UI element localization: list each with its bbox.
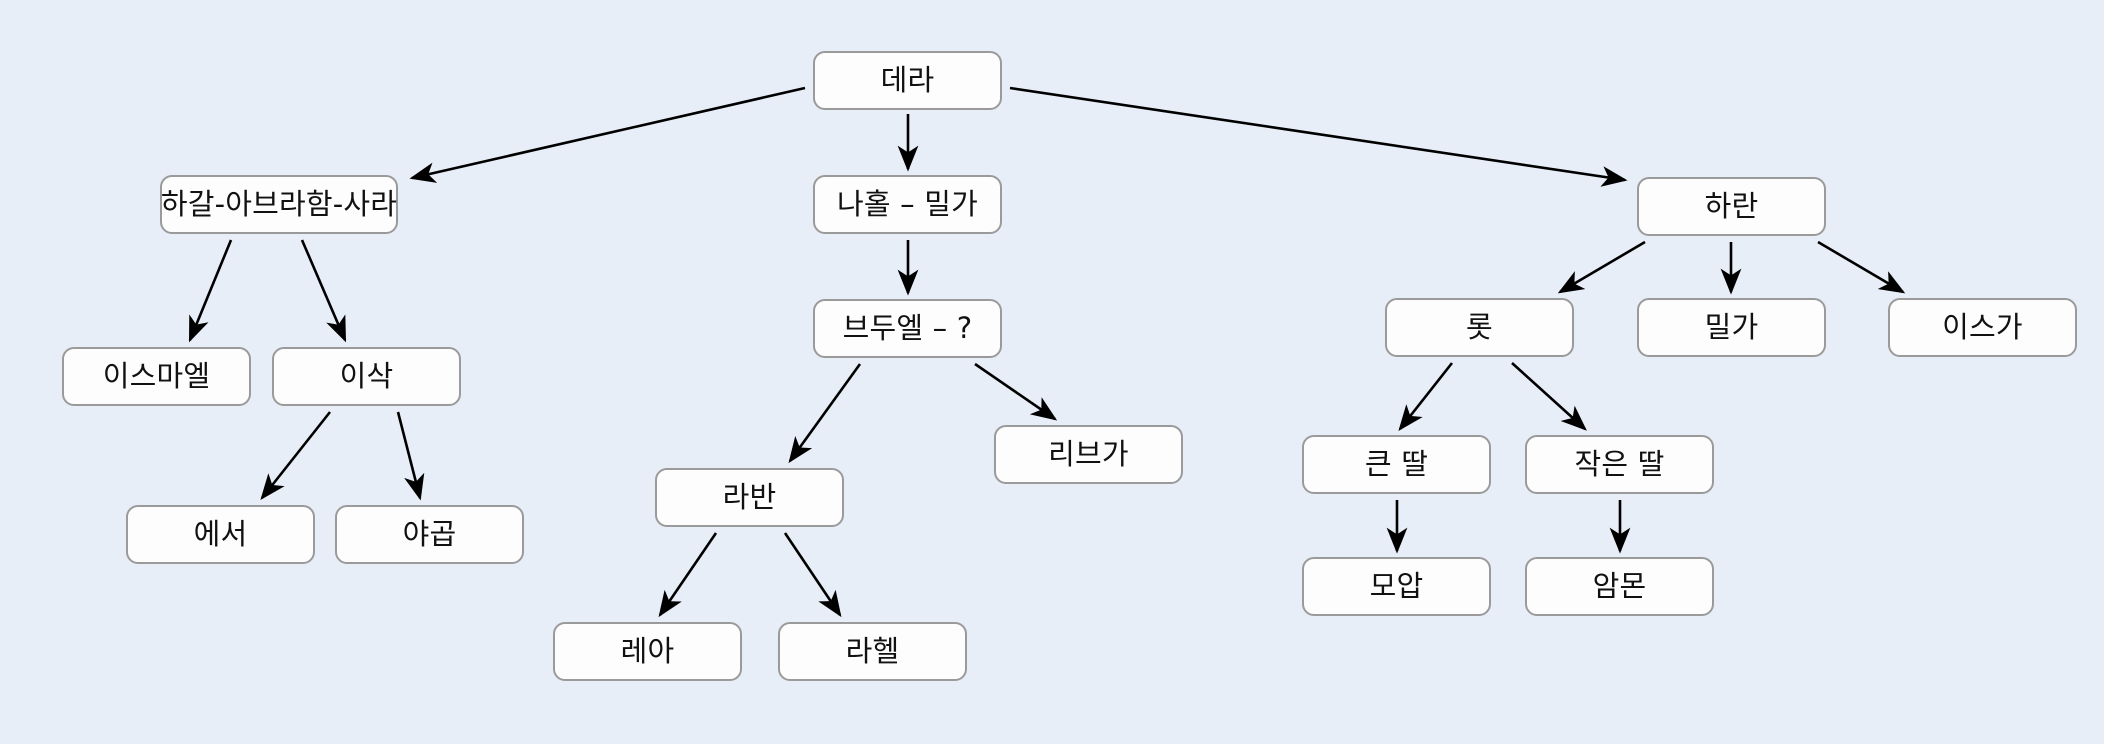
node-haran[interactable]: 하란 [1637, 177, 1826, 236]
node-isaac[interactable]: 이삭 [272, 347, 461, 406]
edge-lot-to-elder_daughter [1398, 362, 1454, 432]
node-label-rachel: 라헬 [845, 634, 900, 668]
node-younger_daughter[interactable]: 작은 딸 [1525, 435, 1714, 494]
node-label-moab: 모압 [1369, 569, 1424, 603]
node-lot[interactable]: 롯 [1385, 298, 1574, 357]
edge-laban-to-leah [658, 532, 718, 618]
edge-isaac-to-jacob [396, 411, 425, 501]
node-esau[interactable]: 에서 [126, 505, 315, 564]
node-laban[interactable]: 라반 [655, 468, 844, 527]
node-hagar_abraham_sarah[interactable]: 하갈-아브라함-사라 [160, 175, 398, 234]
edge-terah-to-haran [1009, 86, 1628, 187]
edge-haran-to-lot [1557, 240, 1646, 294]
node-moab[interactable]: 모압 [1302, 557, 1491, 616]
edge-bethuel-to-rebekah [974, 362, 1058, 421]
node-elder_daughter[interactable]: 큰 딸 [1302, 435, 1491, 494]
node-label-terah: 데라 [880, 63, 935, 97]
edge-terah-to-hagar_abraham_sarah [409, 86, 806, 183]
node-label-ammon: 암몬 [1592, 569, 1647, 603]
node-terah[interactable]: 데라 [813, 51, 1002, 110]
node-label-laban: 라반 [722, 480, 777, 514]
edge-lot-to-younger_daughter [1511, 362, 1587, 431]
node-rebekah[interactable]: 리브가 [994, 425, 1183, 484]
edge-isaac-to-esau [260, 411, 332, 501]
node-label-elder_daughter: 큰 딸 [1364, 447, 1429, 481]
node-iscah[interactable]: 이스가 [1888, 298, 2077, 357]
node-label-iscah: 이스가 [1942, 310, 2023, 344]
edge-bethuel-to-laban [788, 363, 862, 464]
node-rachel[interactable]: 라헬 [778, 622, 967, 681]
node-bethuel[interactable]: 브두엘 – ? [813, 299, 1002, 358]
edge-laban-to-rachel [783, 532, 842, 618]
edge-hagar_abraham_sarah-to-ishmael [188, 239, 233, 343]
node-label-isaac: 이삭 [339, 359, 394, 393]
node-leah[interactable]: 레아 [553, 622, 742, 681]
node-nahor_milcah[interactable]: 나홀 – 밀가 [813, 175, 1002, 234]
node-label-younger_daughter: 작은 딸 [1574, 447, 1665, 481]
node-label-rebekah: 리브가 [1048, 437, 1129, 471]
node-label-leah: 레아 [620, 634, 675, 668]
node-label-hagar_abraham_sarah: 하갈-아브라함-사라 [160, 187, 398, 221]
node-ammon[interactable]: 암몬 [1525, 557, 1714, 616]
node-label-ishmael: 이스마엘 [102, 359, 211, 393]
edge-haran-to-iscah [1817, 240, 1906, 294]
node-label-jacob: 야곱 [402, 517, 457, 551]
node-label-esau: 에서 [193, 517, 248, 551]
node-label-lot: 롯 [1466, 310, 1493, 344]
node-label-nahor_milcah: 나홀 – 밀가 [836, 187, 979, 221]
node-milcah[interactable]: 밀가 [1637, 298, 1826, 357]
node-label-haran: 하란 [1704, 189, 1759, 223]
edge-hagar_abraham_sarah-to-isaac [300, 239, 347, 343]
node-jacob[interactable]: 야곱 [335, 505, 524, 564]
node-label-bethuel: 브두엘 – ? [842, 311, 973, 345]
node-ishmael[interactable]: 이스마엘 [62, 347, 251, 406]
node-label-milcah: 밀가 [1704, 310, 1759, 344]
